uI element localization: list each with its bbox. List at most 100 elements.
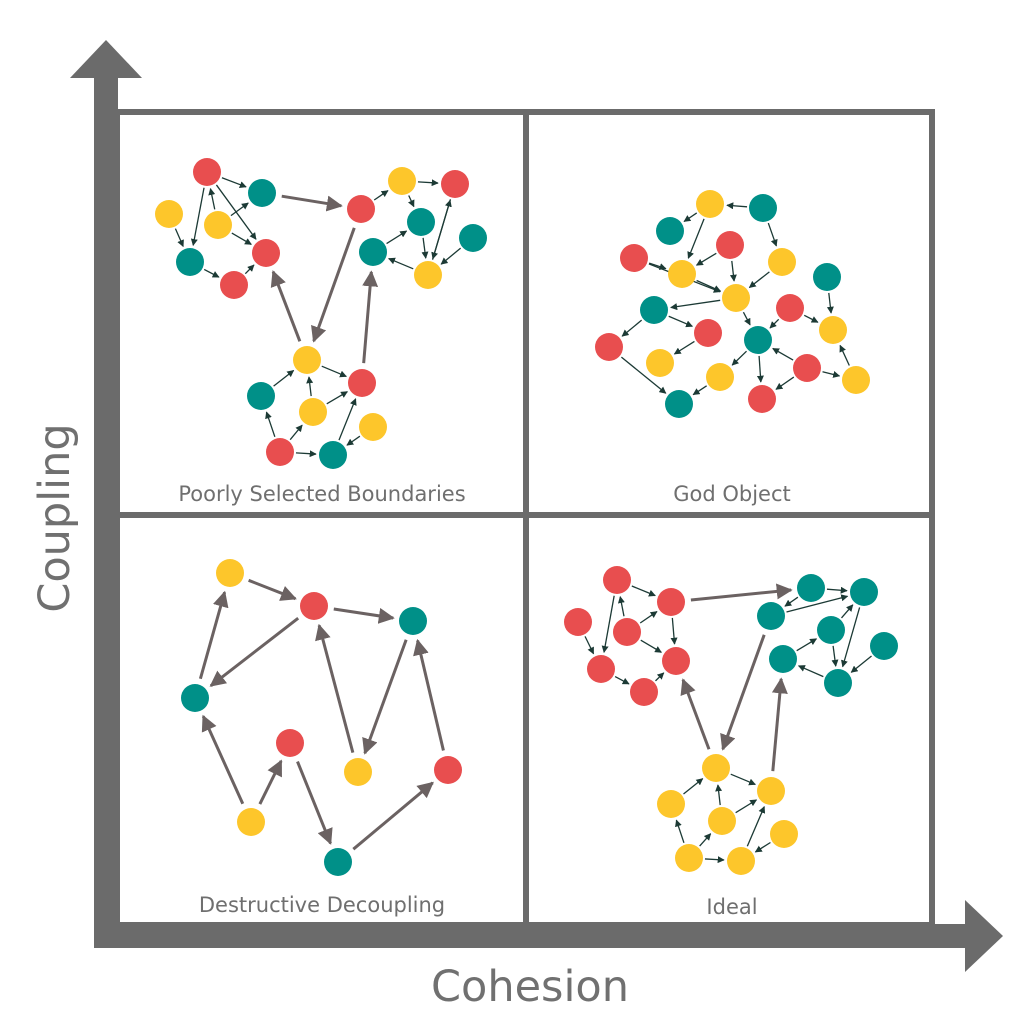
arrow-br-18: [730, 773, 756, 786]
arrow-br-13: [796, 638, 818, 652]
node-red-tl-6: [220, 271, 248, 299]
node-red-br-0: [603, 566, 631, 594]
inter-module-arrow-br-28: [720, 634, 766, 751]
arrow-tl-17: [421, 237, 429, 259]
arrow-br-21: [735, 799, 758, 814]
inter-module-arrow-bl-9: [362, 639, 408, 755]
node-yellow-bl-0: [216, 559, 244, 587]
inter-module-arrow-bl-3: [198, 590, 229, 680]
inter-module-arrow-br-29: [680, 678, 711, 750]
arrow-tr-1: [726, 202, 748, 210]
node-teal-bl-2: [399, 607, 427, 635]
arrow-tr-7: [696, 279, 722, 292]
arrow-br-22: [675, 819, 685, 844]
arrow-tl-0: [221, 177, 247, 188]
node-red-bl-1: [300, 592, 328, 620]
inter-module-arrow-bl-2: [209, 617, 300, 687]
node-teal-br-12: [769, 645, 797, 673]
inter-module-arrow-tl-29: [270, 270, 302, 342]
quadrant-grid: [114, 109, 935, 928]
node-red-tl-15: [348, 369, 376, 397]
node-teal-tl-20: [319, 441, 347, 469]
node-red-bl-6: [434, 756, 462, 784]
node-yellow-tr-12: [819, 316, 847, 344]
node-teal-tr-14: [744, 326, 772, 354]
node-teal-tl-1: [248, 179, 276, 207]
arrow-tr-20: [756, 355, 764, 383]
arrow-tl-4: [231, 232, 252, 245]
arrow-tl-18: [321, 365, 347, 378]
arrow-tr-18: [620, 356, 667, 394]
node-yellow-tl-3: [204, 211, 232, 239]
inter-module-arrow-br-27: [690, 583, 793, 602]
node-yellow-tl-13: [414, 261, 442, 289]
arrow-tr-14: [826, 292, 834, 314]
arrow-tl-14: [388, 257, 414, 270]
node-yellow-br-20: [727, 847, 755, 875]
arrow-br-14: [797, 665, 824, 678]
quadrant-label-destructive-decoupling: Destructive Decoupling: [198, 893, 446, 917]
arrow-br-20: [715, 784, 723, 806]
node-teal-tl-12: [359, 238, 387, 266]
arrow-br-6: [614, 675, 630, 685]
node-red-br-6: [630, 678, 658, 706]
node-red-tl-5: [252, 239, 280, 267]
arrow-tl-23: [289, 424, 303, 441]
node-red-br-3: [613, 618, 641, 646]
node-yellow-br-17: [708, 807, 736, 835]
inter-module-arrow-bl-10: [315, 623, 355, 754]
arrow-tr-24: [822, 371, 841, 378]
arrow-br-24: [704, 856, 725, 864]
arrow-br-16: [841, 604, 854, 619]
arrow-tl-21: [326, 391, 348, 405]
node-red-br-2: [564, 608, 592, 636]
x-axis-label: Cohesion: [431, 962, 629, 1012]
inter-module-arrow-bl-7: [352, 781, 434, 851]
arrow-tl-22: [265, 411, 276, 438]
y-axis-label: Coupling: [30, 423, 80, 613]
arrow-tl-3: [230, 202, 249, 217]
inter-module-arrow-bl-4: [201, 714, 245, 805]
node-teal-tr-9: [640, 296, 668, 324]
node-yellow-tr-6: [768, 248, 796, 276]
arrow-tr-5: [729, 260, 737, 282]
arrow-tr-12: [742, 311, 751, 326]
inter-module-arrow-bl-6: [296, 760, 333, 845]
inter-module-arrow-tl-30: [362, 270, 379, 364]
node-red-tr-13: [595, 333, 623, 361]
arrow-tl-5: [174, 228, 184, 248]
arrow-tr-4: [648, 262, 667, 270]
node-red-tl-9: [347, 195, 375, 223]
node-yellow-bl-5: [344, 758, 372, 786]
x-axis-arrowhead: [965, 900, 1003, 972]
node-yellow-br-14: [702, 754, 730, 782]
node-yellow-br-18: [770, 820, 798, 848]
arrow-tr-23: [839, 344, 850, 366]
node-teal-br-8: [850, 578, 878, 606]
arrow-tl-2: [208, 187, 216, 210]
node-teal-bl-8: [324, 848, 352, 876]
node-teal-tr-2: [656, 217, 684, 245]
node-yellow-tl-14: [293, 346, 321, 374]
graph-tl: [155, 158, 487, 469]
arrow-tl-10: [408, 195, 415, 208]
inter-module-arrow-bl-8: [413, 638, 445, 751]
inter-module-arrow-bl-1: [333, 607, 395, 624]
arrow-tl-25: [338, 398, 357, 441]
graph-layer: [155, 158, 898, 876]
node-yellow-tr-8: [722, 284, 750, 312]
arrow-br-8: [670, 617, 678, 645]
arrow-br-0: [631, 585, 656, 597]
arrow-br-11: [786, 594, 849, 613]
node-yellow-tr-18: [842, 366, 870, 394]
arrow-br-3: [639, 611, 658, 624]
node-yellow-br-19: [675, 844, 703, 872]
node-yellow-bl-7: [237, 808, 265, 836]
node-red-tr-3: [716, 231, 744, 259]
arrow-tr-9: [670, 299, 721, 311]
arrow-tl-1: [190, 187, 205, 246]
node-yellow-tr-15: [646, 349, 674, 377]
node-teal-tr-1: [749, 194, 777, 222]
node-yellow-tr-16: [706, 363, 734, 391]
node-red-tl-19: [266, 438, 294, 466]
